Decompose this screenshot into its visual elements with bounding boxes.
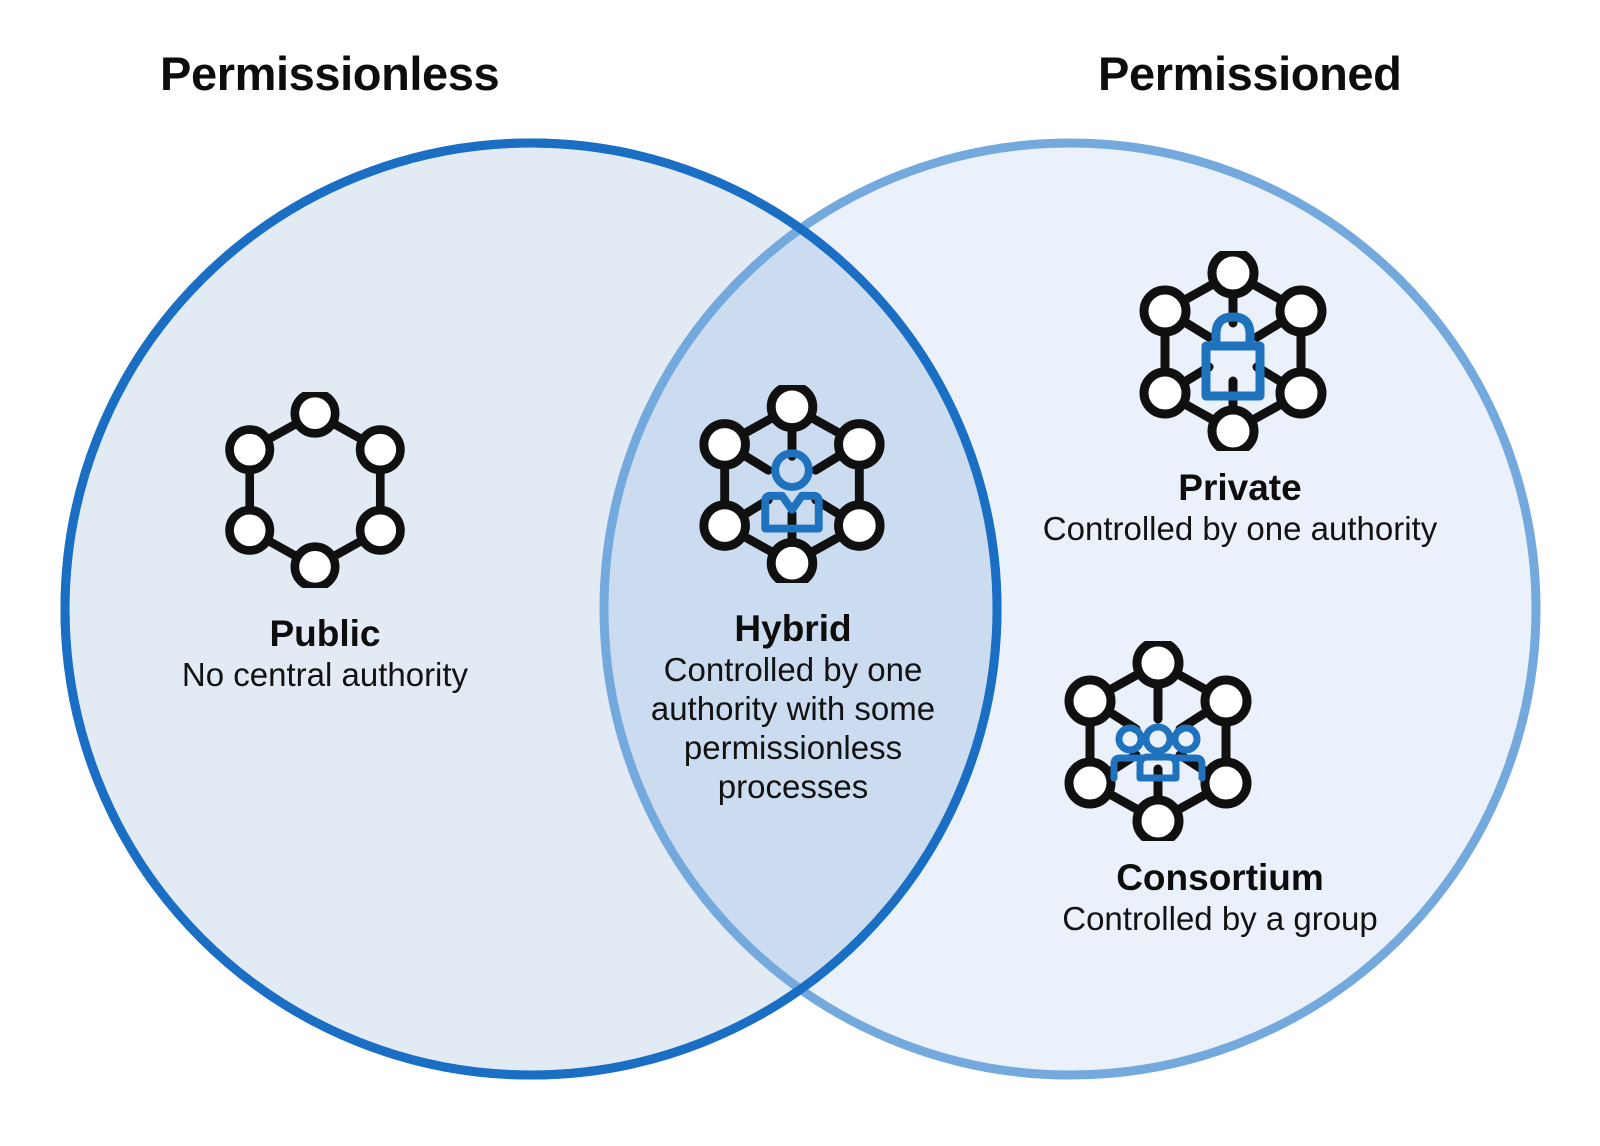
person-body [761,491,823,533]
person-body-left [1110,754,1146,782]
person-head-left [1115,724,1145,754]
node-bottom-left [225,505,275,555]
person-body-center [1136,753,1180,782]
private-description: Controlled by one authority [1042,510,1438,548]
region-label-hybrid: Hybrid Controlled by one authority with … [628,608,958,807]
lock-body [1201,341,1265,401]
public-title: Public [269,613,381,654]
person-body-right [1170,754,1206,782]
private-title: Private [1178,467,1302,508]
node-top-left [225,425,275,475]
heading-permissioned: Permissioned [1098,47,1402,100]
overlap-region-hybrid [599,143,997,1075]
person-head-center [1142,723,1174,755]
node-bottom-right [355,505,405,555]
hexagon-network-lock-icon [1133,247,1333,457]
region-label-public: Public No central authority [105,613,545,695]
hybrid-title: Hybrid [734,608,852,649]
hybrid-description: Controlled by one authority with some pe… [650,651,936,806]
node-top [290,388,340,438]
node-bottom [290,542,340,592]
circle-permissionless-outline [60,138,1002,1080]
person-head-right [1171,724,1201,754]
region-label-consortium: Consortium Controlled by a group [1000,857,1440,939]
hexagon-network-group-icon [1058,637,1258,847]
consortium-description: Controlled by a group [1062,900,1378,938]
lock-shackle [1211,312,1255,346]
person-head [771,449,813,491]
hexagon-network-icon [219,388,411,592]
consortium-title: Consortium [1116,857,1324,898]
region-label-private: Private Controlled by one authority [1000,467,1480,549]
node-top-right [355,425,405,475]
public-description: No central authority [181,656,469,694]
hexagon-network-person-icon [693,381,891,589]
heading-permissionless: Permissionless [160,47,500,100]
